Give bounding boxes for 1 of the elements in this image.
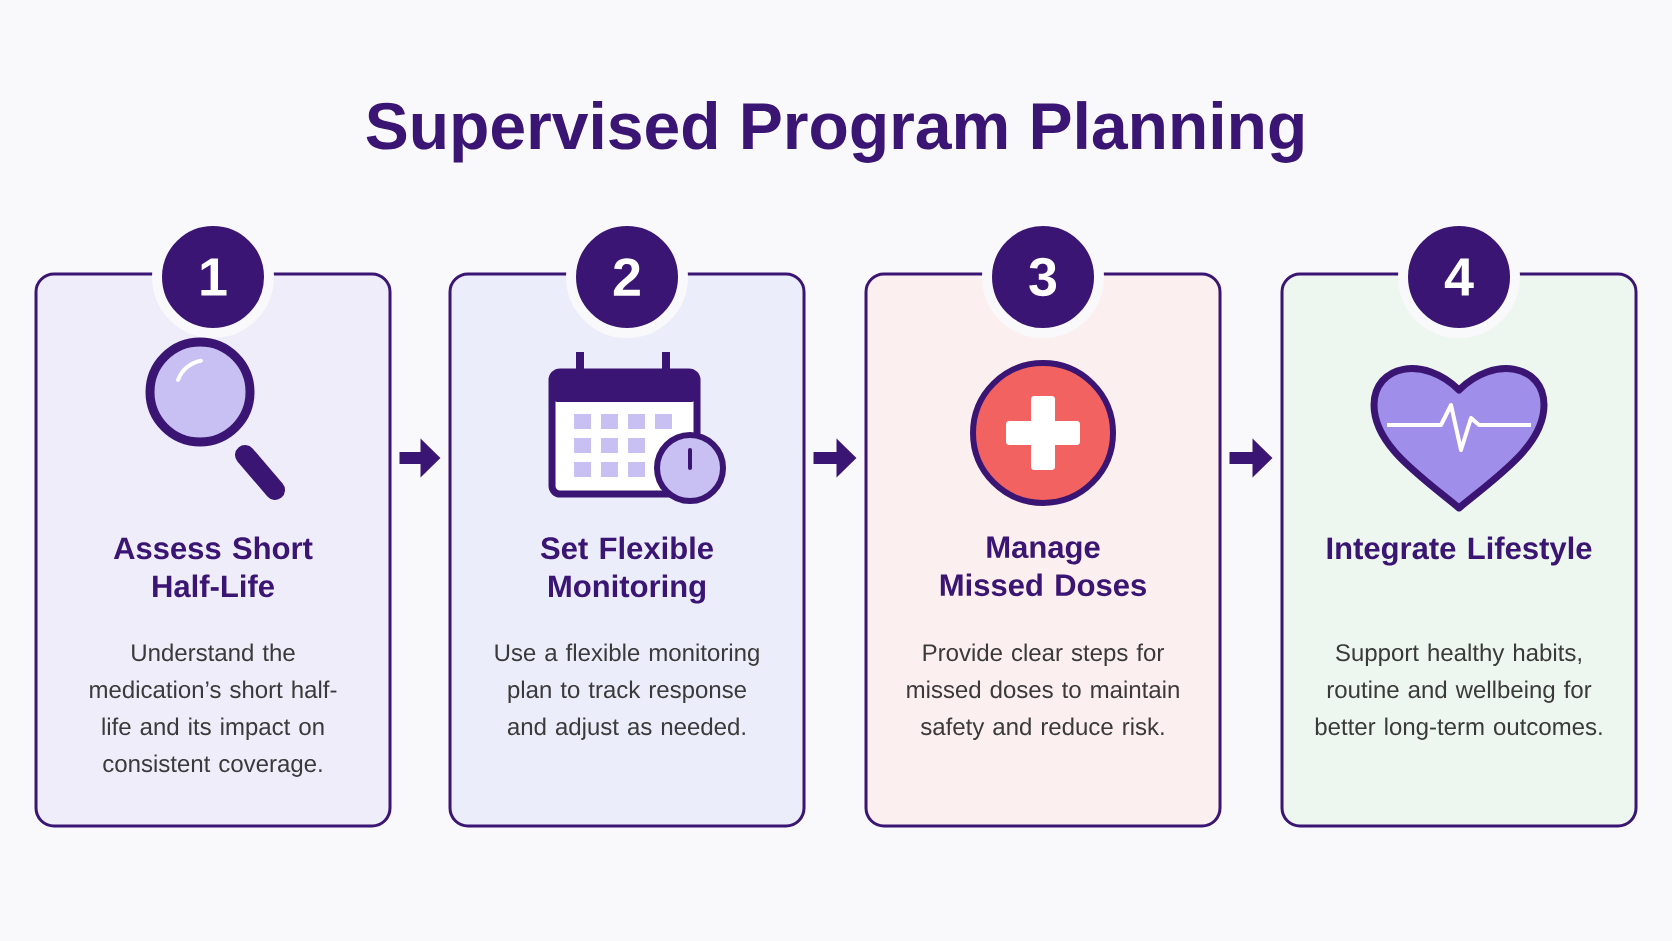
title: Supervised Program Planning [366, 101, 1303, 163]
